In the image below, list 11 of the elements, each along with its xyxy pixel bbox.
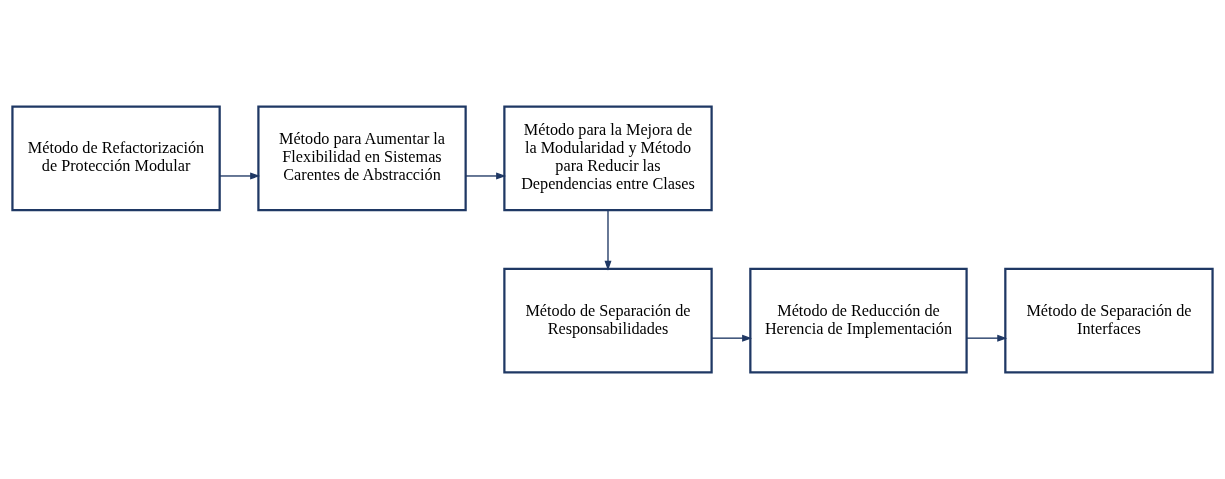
arrow xyxy=(465,172,507,180)
arrow xyxy=(966,334,1008,342)
node-box: Método de Separación de Interfaces xyxy=(1004,267,1214,374)
node-box: Método para Aumentar la Flexibilidad en Sistemas Carentes de Abstracción xyxy=(257,105,467,212)
arrow xyxy=(219,172,261,180)
node-box: Método de Refactorización de Protección Modular xyxy=(11,105,221,212)
arrow xyxy=(604,209,612,271)
arrow xyxy=(711,334,753,342)
node-box: Método de Separación de Responsabilidades xyxy=(503,267,713,374)
node-box: Método para la Mejora de la Modularidad y Método para Reducir las Dependencias entre Clases xyxy=(503,105,713,212)
node-box: Método de Reducción de Herencia de Implementación xyxy=(749,267,968,374)
